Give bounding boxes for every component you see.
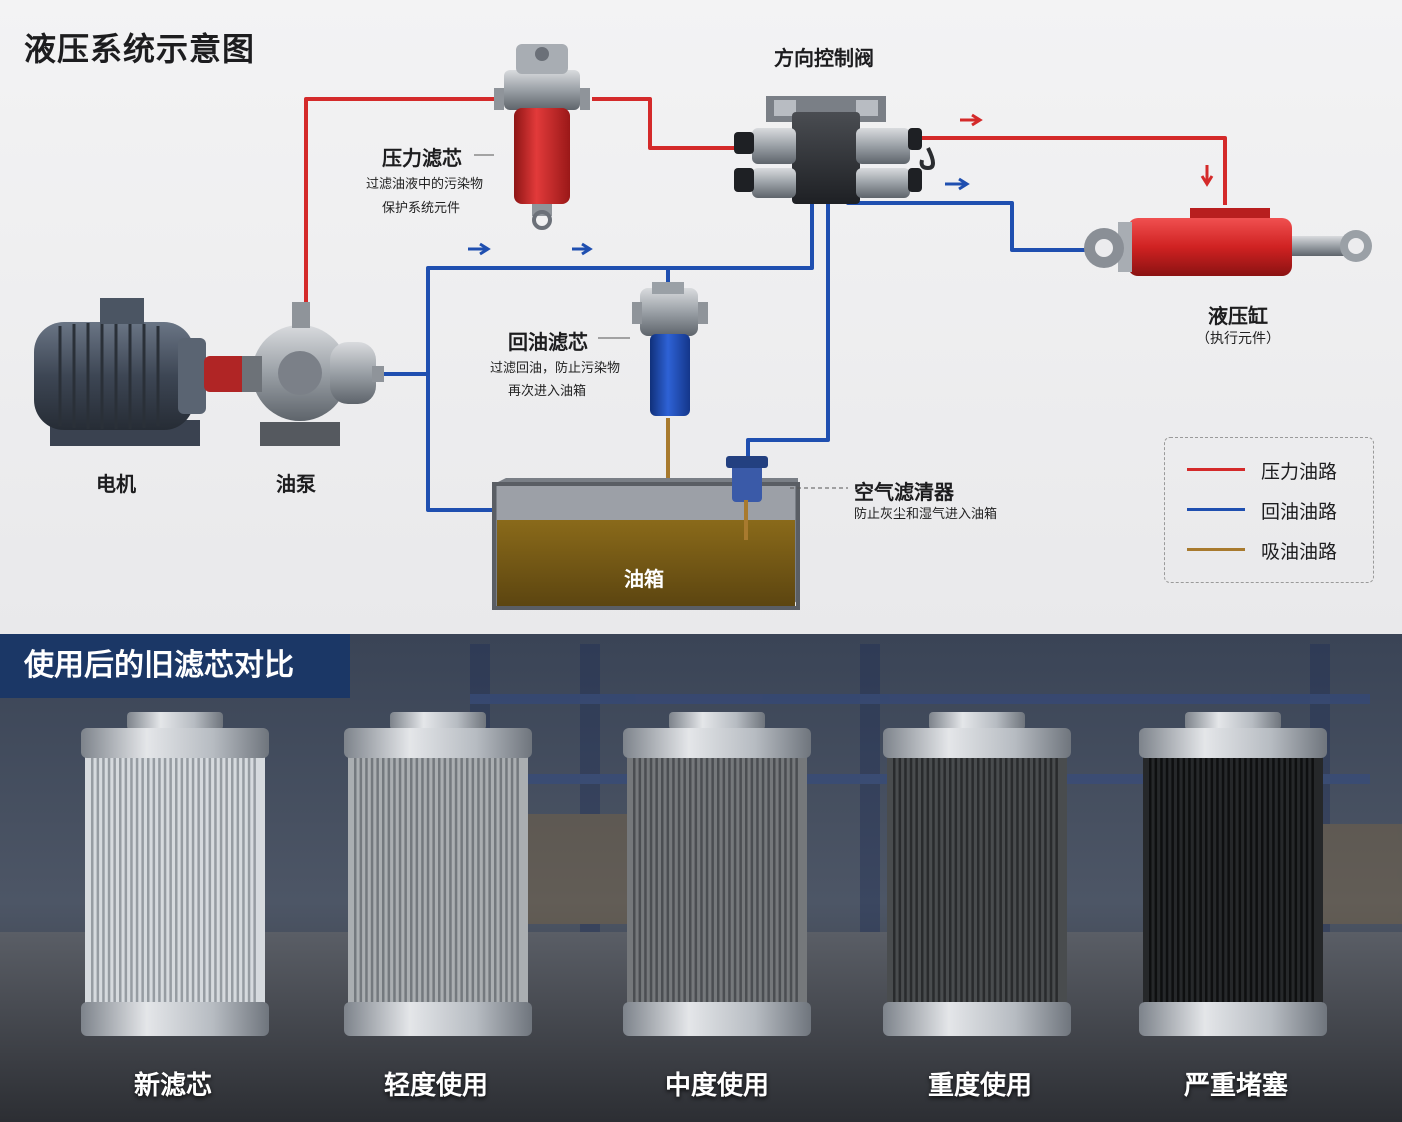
filter-label-light: 轻度使用 xyxy=(383,1071,488,1101)
legend-label-suction: 吸油油路 xyxy=(1261,541,1338,563)
filter-cartridges xyxy=(81,712,1327,1036)
leader-lines xyxy=(474,154,848,489)
cylinder-sublabel: （执行元件） xyxy=(1196,331,1280,347)
oil-tank-icon xyxy=(492,478,800,610)
filter-cartridge-clogged xyxy=(1139,712,1327,1036)
motor-icon xyxy=(34,298,248,446)
cylinder-label: 液压缸 xyxy=(1208,304,1268,328)
diagram-drawing xyxy=(34,44,1372,610)
comparison-banner: 使用后的旧滤芯对比 xyxy=(0,634,350,698)
filter-comparison-panel: 使用后的旧滤芯对比 新滤芯 轻度使用 中度使用 重度使用 严重堵塞 xyxy=(0,634,1402,1122)
page-title: 液压系统示意图 xyxy=(24,30,256,68)
return-filter-icon xyxy=(632,282,708,416)
filter-cartridge-heavy xyxy=(883,712,1071,1036)
filter-label-medium: 中度使用 xyxy=(664,1071,769,1101)
legend-swatch-suction xyxy=(1187,548,1245,551)
pressure-filter-label: 压力滤芯 xyxy=(382,146,462,170)
cylinder-icon xyxy=(1084,208,1372,276)
motor-label: 电机 xyxy=(96,472,136,496)
legend-label-return: 回油油路 xyxy=(1261,501,1338,523)
air-filter-desc: 防止灰尘和湿气进入油箱 xyxy=(854,507,998,522)
filter-label-new: 新滤芯 xyxy=(133,1071,212,1101)
flow-arrows xyxy=(468,113,1214,256)
legend-label-pressure: 压力油路 xyxy=(1261,461,1338,483)
filter-label-heavy: 重度使用 xyxy=(927,1071,1032,1101)
filter-cartridge-new xyxy=(81,712,269,1036)
air-filter-icon xyxy=(726,456,768,540)
return-filter-label: 回油滤芯 xyxy=(508,330,588,354)
valve-label: 方向控制阀 xyxy=(774,46,874,70)
tank-label: 油箱 xyxy=(624,567,664,591)
filter-cartridge-light xyxy=(344,712,532,1036)
valve-icon xyxy=(734,96,935,204)
pressure-filter-desc-2: 保护系统元件 xyxy=(382,201,461,216)
legend-swatch-return xyxy=(1187,508,1245,511)
return-filter-desc-2: 再次进入油箱 xyxy=(508,384,587,399)
legend-swatch-pressure xyxy=(1187,468,1245,471)
pump-icon xyxy=(242,302,384,446)
filter-label-clogged: 严重堵塞 xyxy=(1183,1071,1288,1101)
hydraulic-diagram-panel: 液压系统示意图 电机 油泵 压力滤芯 过滤油液中的污染物 保护系统元件 方向控制… xyxy=(0,0,1402,634)
return-filter-desc-1: 过滤回油，防止污染物 xyxy=(490,361,621,376)
air-filter-label: 空气滤清器 xyxy=(854,480,954,504)
legend: 压力油路 回油油路 吸油油路 xyxy=(1164,437,1374,583)
pressure-filter-icon xyxy=(494,44,590,230)
return-line xyxy=(378,195,1092,512)
filter-cartridge-medium xyxy=(623,712,811,1036)
pump-label: 油泵 xyxy=(276,472,316,496)
pressure-line xyxy=(304,97,1227,305)
pressure-filter-desc-1: 过滤油液中的污染物 xyxy=(366,177,484,192)
